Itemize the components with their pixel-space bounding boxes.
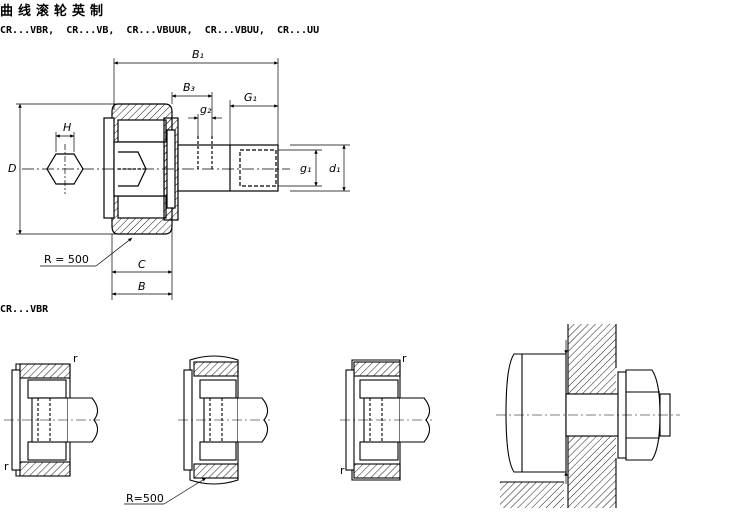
dim-H: H bbox=[63, 121, 71, 134]
variant-view-2 bbox=[178, 355, 270, 485]
page-title: 曲线滚轮英制 bbox=[0, 4, 109, 19]
fillet-r-1b: r bbox=[4, 460, 9, 473]
variant-view-3 bbox=[340, 359, 432, 481]
mounting-view bbox=[496, 324, 680, 508]
hex-symbol bbox=[46, 153, 84, 185]
fillet-r-1a: r bbox=[73, 352, 78, 365]
fillet-r-3b: r bbox=[340, 464, 345, 477]
main-section-view bbox=[16, 58, 350, 300]
dim-B: B bbox=[138, 280, 146, 293]
dim-G1: G₁ bbox=[244, 91, 257, 104]
dim-R500: R = 500 bbox=[44, 253, 89, 266]
left-washer bbox=[103, 117, 115, 219]
fillet-r-3a: r bbox=[402, 352, 407, 365]
dim-B3: B₃ bbox=[183, 81, 196, 94]
needle-area-top bbox=[117, 119, 167, 143]
variant-R500: R=500 bbox=[126, 492, 164, 505]
dim-g2: g₂ bbox=[200, 103, 212, 116]
dim-d1: d₁ bbox=[329, 162, 340, 175]
variant-view-1 bbox=[4, 363, 100, 477]
series-designations: CR...VBR, CR...VB, CR...VBUUR, CR...VBUU… bbox=[0, 25, 320, 36]
stud-shaft bbox=[177, 144, 279, 192]
dim-C: C bbox=[138, 258, 146, 271]
needle-area-bottom bbox=[117, 195, 167, 219]
dim-B1: B₁ bbox=[192, 48, 204, 61]
dim-D: D bbox=[8, 162, 16, 175]
subtitle: CR...VBR bbox=[0, 304, 49, 315]
dim-g1: g₁ bbox=[300, 162, 311, 175]
